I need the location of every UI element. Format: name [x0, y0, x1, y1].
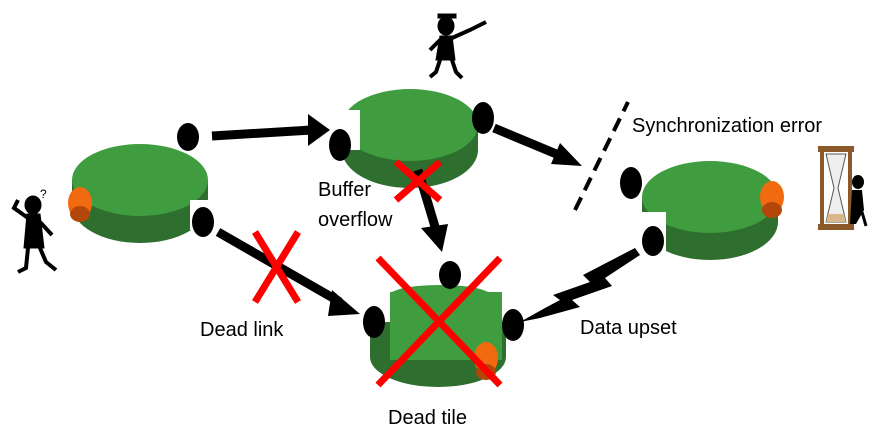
- arrow-top-to-sync: [492, 123, 568, 163]
- buffer-overflow-cross: [393, 159, 443, 203]
- sync-error-label: Synchronization error: [632, 115, 822, 137]
- arrow-top-to-sync-head: [551, 143, 582, 166]
- confused-person-thought: ?: [40, 187, 47, 201]
- arrow-left-to-bottom-head: [328, 290, 360, 316]
- arrow-left-to-top-head: [308, 114, 330, 146]
- pointing-person-icon: [428, 13, 487, 80]
- tile-left-port-orange: [68, 187, 92, 222]
- tile-right-port-orange: [760, 181, 784, 218]
- tile-bottom-port-right: [502, 309, 524, 341]
- tile-left-port-top: [177, 123, 199, 151]
- dead-tile-cross: [375, 255, 503, 388]
- confused-person-icon: [11, 195, 58, 274]
- tile-top: [330, 89, 478, 188]
- dead-link-cross: [252, 230, 301, 304]
- tile-left: [72, 144, 214, 243]
- tile-right-port-bottom: [642, 226, 664, 256]
- tile-bottom-port-left: [363, 306, 385, 338]
- arrow-left-to-top: [211, 125, 316, 141]
- tile-top-port-right: [472, 102, 494, 134]
- dead-tile-label: Dead tile: [388, 407, 467, 429]
- tile-bottom-port-top: [439, 261, 461, 289]
- tile-bottom: [370, 285, 506, 387]
- data-upset-label: Data upset: [580, 317, 677, 339]
- tile-right-port-top: [620, 167, 642, 199]
- buffer-overflow-label-line1: Buffer: [318, 179, 371, 201]
- buffer-overflow-label-line2: overflow: [318, 209, 393, 231]
- arrow-right-to-bottom-zigzag: [520, 248, 640, 322]
- tile-top-port-left: [329, 129, 351, 161]
- hourglass-person-icon: [818, 146, 868, 230]
- sync-break-dash: [573, 101, 630, 211]
- tile-right: [640, 161, 778, 260]
- tile-left-port-bottom: [192, 207, 214, 237]
- dead-link-label: Dead link: [200, 319, 284, 341]
- arrow-top-to-bottom-head: [421, 224, 448, 252]
